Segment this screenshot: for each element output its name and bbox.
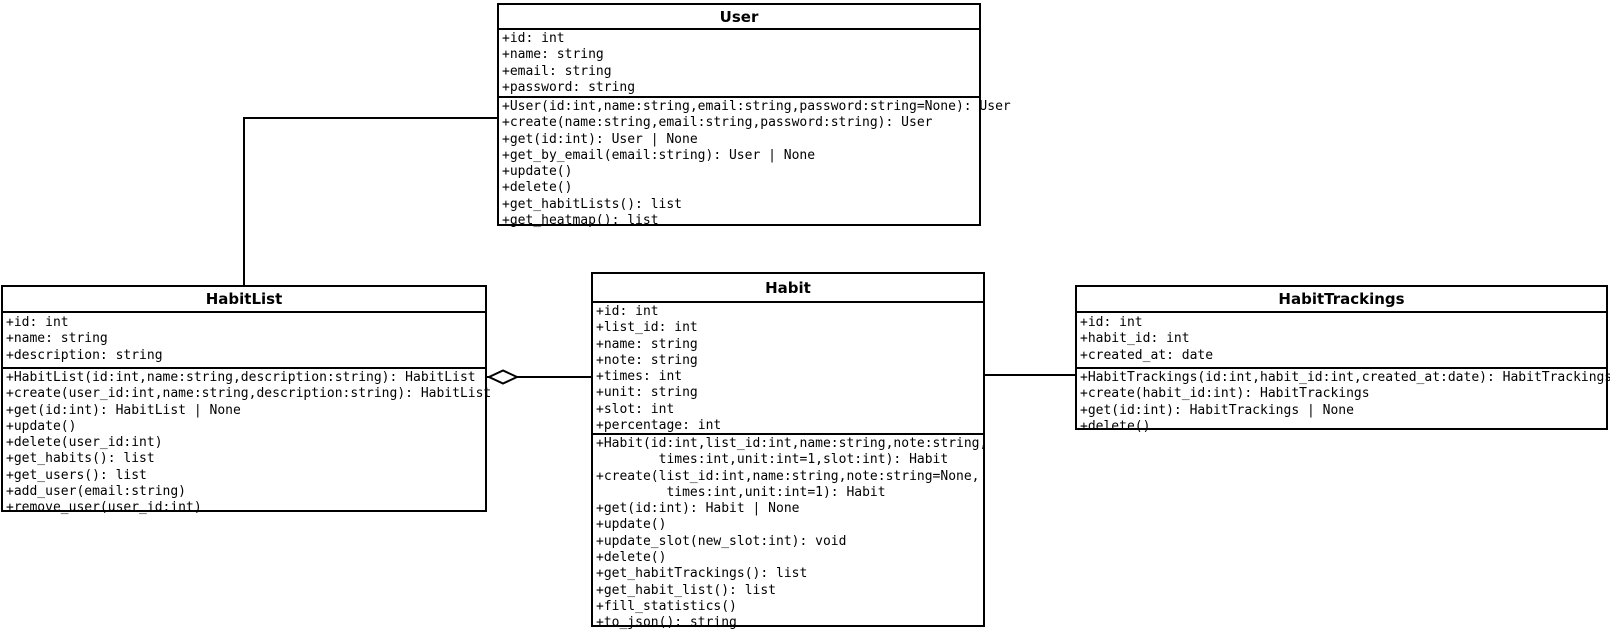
class-box-habittrackings: HabitTrackings +id: int+habit_id: int+cr… bbox=[1075, 285, 1610, 434]
method-row: +get_heatmap(): list bbox=[502, 213, 659, 229]
class-title-user: User bbox=[499, 5, 979, 30]
connector-user-habitlist-vertical bbox=[243, 117, 245, 287]
class-box-habitlist: HabitList +id: int+name: string+descript… bbox=[1, 285, 491, 515]
method-row: +delete() bbox=[1080, 418, 1151, 434]
attribute-row: +habit_id: int bbox=[1080, 331, 1190, 347]
method-row: +get(id:int): Habit | None bbox=[596, 501, 800, 517]
method-row: +get_habitTrackings(): list bbox=[596, 566, 808, 582]
method-row: +get_users(): list bbox=[6, 467, 147, 483]
method-row: +delete(user_id:int) bbox=[6, 435, 163, 451]
attributes-section-user: +id: int+name: string+email: string+pass… bbox=[499, 30, 979, 98]
method-row: +get_habitLists(): list bbox=[502, 196, 683, 212]
method-row: +create(list_id:int,name:string,note:str… bbox=[596, 468, 980, 484]
method-row: +update_slot(new_slot:int): void bbox=[596, 533, 847, 549]
attribute-row: +email: string bbox=[502, 63, 612, 79]
attribute-row: +slot: int bbox=[596, 401, 675, 417]
method-row: +fill_statistics() bbox=[596, 598, 737, 614]
attribute-row: +name: string bbox=[596, 336, 698, 352]
method-row: +get(id:int): User | None bbox=[502, 131, 698, 147]
method-row: +update() bbox=[596, 517, 667, 533]
method-row: +get_by_email(email:string): User | None bbox=[502, 147, 816, 163]
attribute-row: +id: int bbox=[1080, 315, 1143, 330]
attribute-row: +description: string bbox=[6, 347, 163, 363]
class-box-user: User +id: int+name: string+email: string… bbox=[497, 3, 1011, 229]
method-row: +delete() bbox=[502, 180, 573, 196]
attribute-row: +id: int bbox=[6, 315, 69, 330]
attribute-row: +list_id: int bbox=[596, 320, 698, 336]
attribute-row: +created_at: date bbox=[1080, 347, 1214, 363]
class-title-habittrackings: HabitTrackings bbox=[1077, 287, 1606, 313]
method-row: +get_habit_list(): list bbox=[596, 582, 777, 598]
class-box-habit: Habit +id: int+list_id: int+name: string… bbox=[591, 272, 987, 630]
method-row: +Habit(id:int,list_id:int,name:string,no… bbox=[596, 436, 988, 451]
method-row: +delete() bbox=[596, 550, 667, 566]
connector-habitlist-habit bbox=[487, 376, 591, 378]
connector-user-habitlist-horizontal bbox=[243, 117, 499, 119]
methods-section-user: +User(id:int,name:string,email:string,pa… bbox=[499, 98, 1011, 229]
method-row: times:int,unit:int=1,slot:int): Habit bbox=[596, 452, 949, 468]
method-row: +remove_user(user_id:int) bbox=[6, 500, 202, 516]
method-row: +User(id:int,name:string,email:string,pa… bbox=[502, 99, 1011, 114]
class-title-habit: Habit bbox=[593, 274, 983, 303]
method-row: +get_habits(): list bbox=[6, 451, 155, 467]
method-row: +create(name:string,email:string,passwor… bbox=[502, 115, 933, 131]
attribute-row: +name: string bbox=[6, 331, 108, 347]
method-row: +add_user(email:string) bbox=[6, 484, 187, 500]
attribute-row: +name: string bbox=[502, 47, 604, 63]
method-row: +get(id:int): HabitList | None bbox=[6, 402, 241, 418]
method-row: +create(habit_id:int): HabitTrackings bbox=[1080, 386, 1370, 402]
attribute-row: +percentage: int bbox=[596, 418, 722, 434]
methods-section-habit: +Habit(id:int,list_id:int,name:string,no… bbox=[593, 435, 987, 631]
connector-habit-habittrackings bbox=[983, 374, 1077, 376]
method-row: times:int,unit:int=1): Habit bbox=[596, 484, 886, 500]
method-row: +HabitList(id:int,name:string,descriptio… bbox=[6, 370, 476, 385]
attribute-row: +password: string bbox=[502, 79, 636, 95]
aggregation-diamond-icon bbox=[488, 369, 518, 385]
method-row: +update() bbox=[6, 418, 77, 434]
attribute-row: +note: string bbox=[596, 352, 698, 368]
attribute-row: +id: int bbox=[502, 31, 565, 46]
class-title-habitlist: HabitList bbox=[3, 287, 485, 313]
method-row: +create(user_id:int,name:string,descript… bbox=[6, 386, 492, 402]
attribute-row: +times: int bbox=[596, 369, 683, 385]
methods-section-habittrackings: +HabitTrackings(id:int,habit_id:int,crea… bbox=[1077, 369, 1610, 435]
attributes-section-habittrackings: +id: int+habit_id: int+created_at: date bbox=[1077, 313, 1606, 369]
method-row: +to_json(): string bbox=[596, 615, 737, 631]
method-row: +HabitTrackings(id:int,habit_id:int,crea… bbox=[1080, 370, 1610, 385]
attribute-row: +id: int bbox=[596, 304, 659, 319]
attributes-section-habitlist: +id: int+name: string+description: strin… bbox=[3, 313, 485, 369]
method-row: +get(id:int): HabitTrackings | None bbox=[1080, 402, 1354, 418]
attributes-section-habit: +id: int+list_id: int+name: string+note:… bbox=[593, 303, 983, 435]
attribute-row: +unit: string bbox=[596, 385, 698, 401]
methods-section-habitlist: +HabitList(id:int,name:string,descriptio… bbox=[3, 369, 491, 517]
method-row: +update() bbox=[502, 164, 573, 180]
